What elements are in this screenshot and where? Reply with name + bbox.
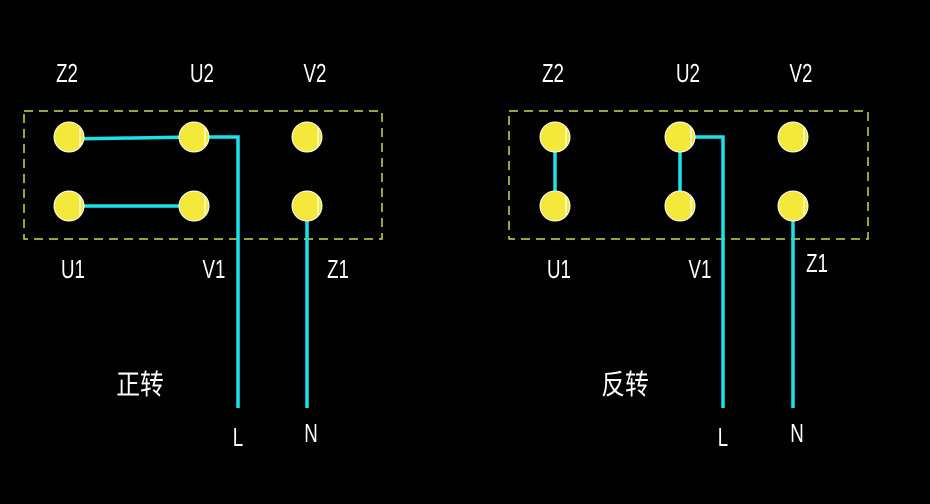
terminal-z1-reverse: [777, 190, 809, 222]
label-v2-reverse: V2: [789, 58, 813, 88]
label-z2-forward: Z2: [56, 58, 78, 88]
caption-forward: 正转: [116, 368, 164, 401]
label-u1-forward: U1: [61, 254, 85, 284]
terminal-z1-forward: [291, 190, 323, 222]
label-v1-forward: V1: [202, 254, 226, 284]
terminal-u1-forward: [53, 190, 85, 222]
label-v1-reverse: V1: [688, 254, 712, 284]
label-l-reverse: L: [717, 422, 729, 452]
label-z2-reverse: Z2: [542, 58, 564, 88]
label-v2-forward: V2: [303, 58, 327, 88]
label-l-forward: L: [232, 422, 244, 452]
terminal-v2-forward: [291, 121, 323, 153]
terminal-z2-forward: [53, 121, 85, 153]
terminal-v2-reverse: [777, 121, 809, 153]
terminal-v1-forward: [178, 190, 210, 222]
terminal-box-reverse: [508, 110, 869, 240]
terminal-box-forward: [23, 110, 383, 240]
terminal-z2-reverse: [539, 121, 571, 153]
label-u2-forward: U2: [190, 58, 214, 88]
terminal-u2-forward: [178, 121, 210, 153]
label-u1-reverse: U1: [547, 254, 571, 284]
terminal-v1-reverse: [664, 190, 696, 222]
label-z1-reverse: Z1: [806, 248, 828, 278]
label-n-forward: N: [304, 418, 318, 448]
label-u2-reverse: U2: [676, 58, 700, 88]
label-z1-forward: Z1: [327, 254, 349, 284]
terminal-u2-reverse: [664, 121, 696, 153]
caption-reverse: 反转: [601, 368, 649, 401]
terminal-u1-reverse: [539, 190, 571, 222]
wire-z2-u2-forward: [68, 135, 195, 141]
label-n-reverse: N: [790, 418, 804, 448]
